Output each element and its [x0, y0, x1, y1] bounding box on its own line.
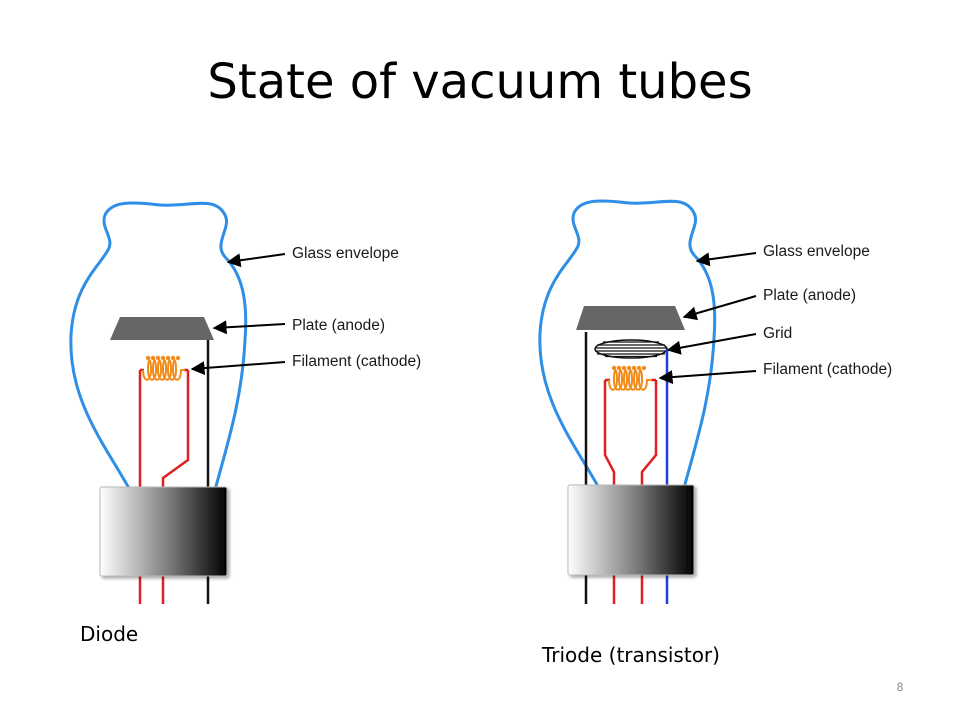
triode-label-glass-envelope: Glass envelope — [763, 243, 870, 260]
diode-arrow-glass — [226, 253, 286, 268]
triode-grid — [594, 339, 668, 359]
triode-caption: Triode (transistor) — [542, 643, 720, 667]
triode-arrow-plate — [682, 295, 757, 321]
diode-plate — [110, 317, 214, 340]
diode-caption: Diode — [80, 622, 139, 646]
triode-plate — [576, 306, 685, 330]
diode-arrow-filament — [190, 361, 286, 376]
diode-filament-coil — [142, 359, 185, 381]
page-number: 8 — [896, 680, 904, 694]
triode-glass-envelope — [538, 199, 717, 489]
diode-label-filament: Filament (cathode) — [292, 353, 421, 370]
triode-filament-dots — [611, 365, 647, 371]
triode-arrow-grid — [666, 333, 757, 355]
triode-filament-coil — [608, 369, 652, 391]
triode-label-plate: Plate (anode) — [763, 287, 856, 304]
diode-label-glass-envelope: Glass envelope — [292, 245, 399, 262]
diode-glass-envelope — [69, 201, 248, 491]
triode-base — [567, 484, 695, 576]
diode-label-plate: Plate (anode) — [292, 317, 385, 334]
triode-arrow-filament — [658, 370, 757, 385]
triode-label-grid: Grid — [763, 325, 792, 342]
triode-label-filament: Filament (cathode) — [763, 361, 892, 378]
diode-filament-dots — [145, 355, 181, 361]
slide-title: State of vacuum tubes — [207, 54, 753, 110]
diode-arrow-plate — [212, 320, 286, 335]
triode-tube: Glass envelope Plate (anode) Grid Filame… — [538, 199, 892, 604]
diode-base — [99, 486, 228, 577]
diode-tube: Glass envelope Plate (anode) Filament (c… — [69, 201, 421, 604]
triode-arrow-glass — [695, 252, 757, 267]
